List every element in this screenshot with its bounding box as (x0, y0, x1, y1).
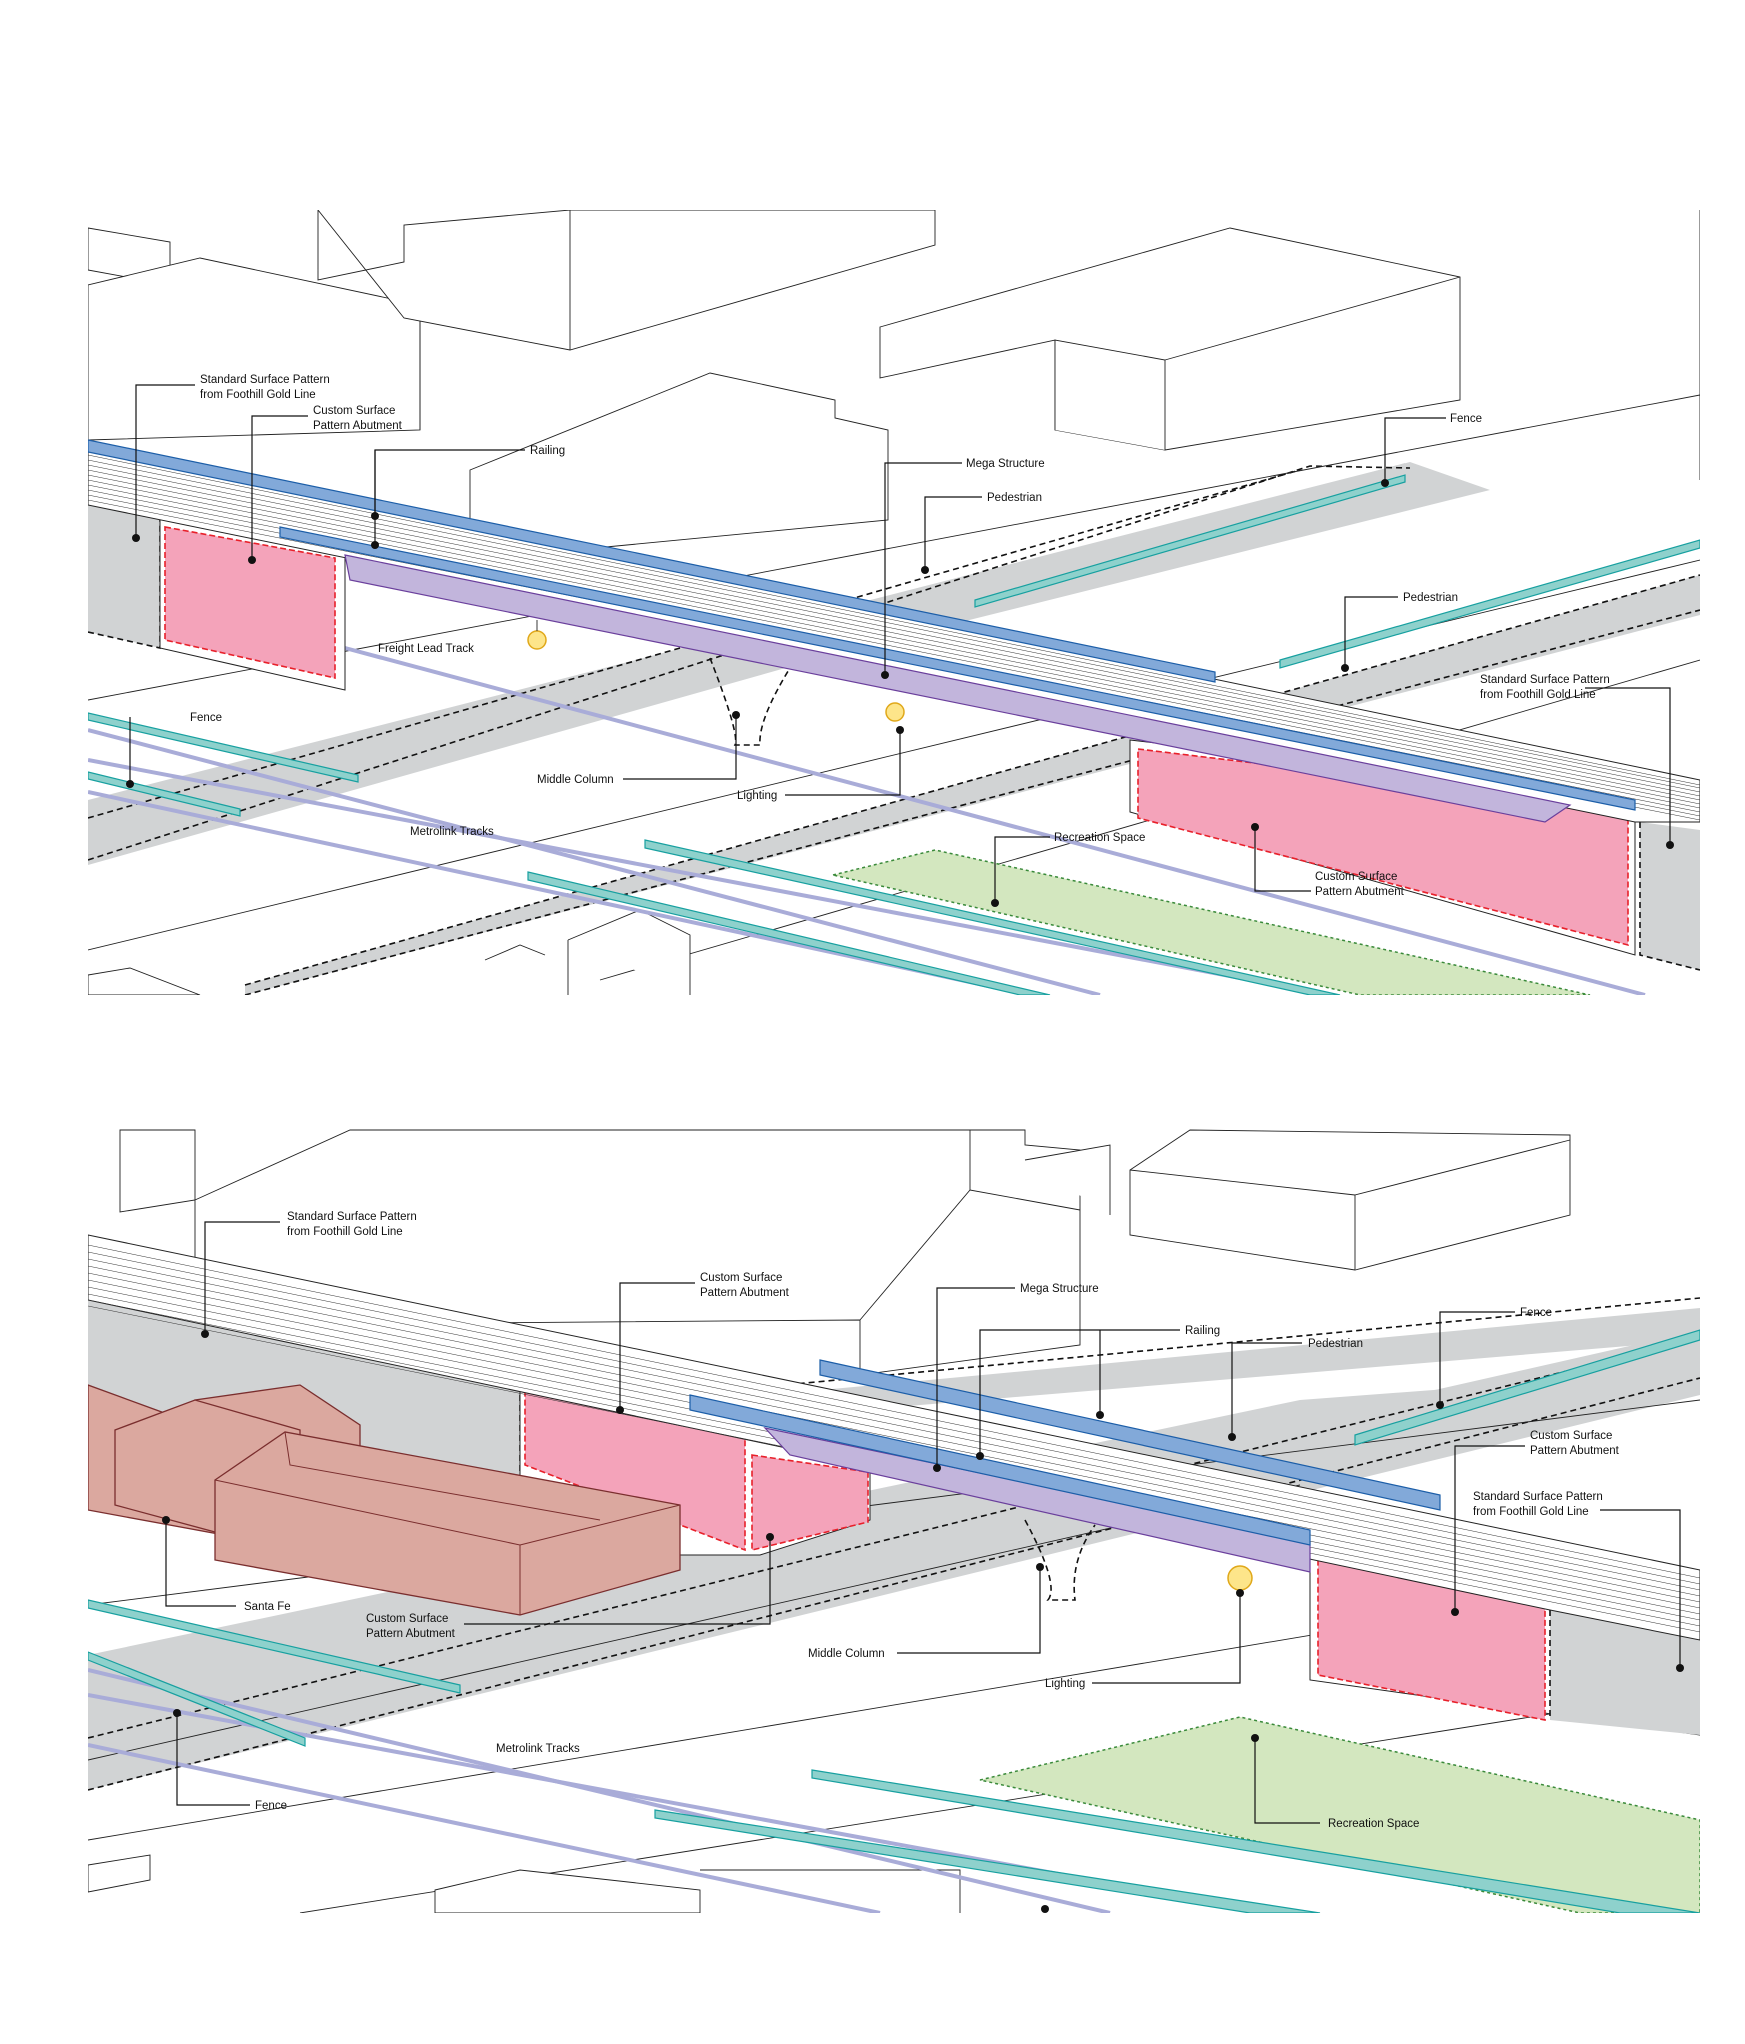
bottom-label-lighting: Lighting (1045, 1678, 1085, 1690)
top-label-middle-column: Middle Column (537, 774, 614, 786)
top-lighting-lamp-2 (885, 702, 905, 722)
top-lighting-lamp-1 (527, 630, 547, 650)
top-label-metrolink-tracks: Metrolink Tracks (410, 826, 494, 838)
svg-text:Pattern Abutment: Pattern Abutment (1530, 1445, 1620, 1457)
bottom-label-standard-surface-1b: from Foothill Gold Line (287, 1226, 403, 1238)
bottom-label-railing: Railing (1185, 1325, 1220, 1337)
bottom-railing-upper (819, 1359, 1441, 1511)
top-label-pedestrian-1: Pedestrian (987, 492, 1042, 504)
top-custom-abutment-left (164, 526, 336, 679)
bottom-label-standard-surface-2a: Standard Surface Pattern (1473, 1491, 1603, 1503)
top-middle-column (709, 657, 791, 746)
top-label-standard-surface-1a: Standard Surface Pattern (200, 374, 330, 386)
bottom-label-custom-surface-2a: Custom Surface (1530, 1430, 1612, 1442)
bottom-label-custom-surface-1a: Custom Surface (700, 1272, 782, 1284)
top-label-railing: Railing (530, 445, 565, 457)
top-label-custom-surface-1a: Custom Surface (313, 405, 395, 417)
bottom-label-custom-surface-2b: Pattern Abutment (1530, 1445, 1620, 1457)
top-foreground-buildings (88, 909, 691, 995)
svg-text:Pattern Abutment: Pattern Abutment (366, 1628, 456, 1640)
bottom-right-standard-surface (1550, 1610, 1700, 1735)
bottom-diagram: Standard Surface Pattern from Foothill G… (88, 1129, 1700, 1913)
bottom-label-standard-surface-1a: Standard Surface Pattern (287, 1211, 417, 1223)
svg-text:Pattern Abutment: Pattern Abutment (313, 420, 403, 432)
top-label-recreation-space: Recreation Space (1054, 832, 1145, 844)
top-label-standard-surface-2a: Standard Surface Pattern (1480, 674, 1610, 686)
bottom-label-mega-structure: Mega Structure (1020, 1283, 1099, 1295)
top-buildings (88, 210, 1700, 561)
bottom-label-custom-surface-3b: Pattern Abutment (366, 1628, 456, 1640)
svg-text:from Foothill Gold Line: from Foothill Gold Line (200, 389, 316, 401)
bottom-recreation-space (979, 1716, 1700, 1913)
bottom-fences (88, 1329, 1700, 1913)
svg-text:Custom Surface: Custom Surface (1530, 1430, 1612, 1442)
svg-text:Pattern Abutment: Pattern Abutment (700, 1287, 790, 1299)
top-label-standard-surface-1b: from Foothill Gold Line (200, 389, 316, 401)
bottom-santa-fe-building (88, 1384, 681, 1616)
svg-text:Custom Surface: Custom Surface (313, 405, 395, 417)
svg-text:Custom Surface: Custom Surface (366, 1613, 448, 1625)
bottom-label-santa-fe: Santa Fe (244, 1601, 291, 1613)
top-railing-upper (88, 439, 1216, 683)
top-label-pedestrian-2: Pedestrian (1403, 592, 1458, 604)
svg-text:Custom Surface: Custom Surface (700, 1272, 782, 1284)
bottom-label-fence-2: Fence (255, 1800, 287, 1812)
bottom-foreground-buildings (88, 1854, 961, 1913)
svg-text:Pattern Abutment: Pattern Abutment (1315, 886, 1405, 898)
top-label-freight-lead-track: Freight Lead Track (378, 643, 474, 655)
svg-text:Standard Surface Pattern: Standard Surface Pattern (1480, 674, 1610, 686)
top-label-standard-surface-2b: from Foothill Gold Line (1480, 689, 1596, 701)
svg-text:Custom Surface: Custom Surface (1315, 871, 1397, 883)
top-label-fence-1: Fence (1450, 413, 1482, 425)
top-label-custom-surface-2a: Custom Surface (1315, 871, 1397, 883)
bottom-leaders (162, 1221, 1684, 1913)
svg-text:from Foothill Gold Line: from Foothill Gold Line (1473, 1506, 1589, 1518)
bottom-label-standard-surface-2b: from Foothill Gold Line (1473, 1506, 1589, 1518)
top-right-standard-surface (1640, 822, 1700, 970)
bottom-label-middle-column: Middle Column (808, 1648, 885, 1660)
bottom-label-metrolink-tracks: Metrolink Tracks (496, 1743, 580, 1755)
top-label-lighting: Lighting (737, 790, 777, 802)
bottom-lighting-lamp (1227, 1565, 1253, 1591)
bottom-custom-abutment-mid (751, 1454, 869, 1552)
top-labels: Standard Surface Pattern from Foothill G… (190, 374, 1610, 898)
svg-text:Standard Surface Pattern: Standard Surface Pattern (1473, 1491, 1603, 1503)
top-railing-lower (279, 526, 1636, 811)
svg-text:Standard Surface Pattern: Standard Surface Pattern (200, 374, 330, 386)
svg-text:Standard Surface Pattern: Standard Surface Pattern (287, 1211, 417, 1223)
bottom-railing-lower (689, 1394, 1311, 1546)
bottom-label-recreation-space: Recreation Space (1328, 1818, 1419, 1830)
bottom-label-custom-surface-1b: Pattern Abutment (700, 1287, 790, 1299)
top-label-custom-surface-1b: Pattern Abutment (313, 420, 403, 432)
bottom-label-custom-surface-3a: Custom Surface (366, 1613, 448, 1625)
top-fences (88, 474, 1700, 995)
top-diagram: Standard Surface Pattern from Foothill G… (88, 210, 1700, 995)
bottom-labels: Standard Surface Pattern from Foothill G… (244, 1211, 1620, 1830)
top-leaders (126, 384, 1674, 907)
top-left-standard-surface (88, 505, 160, 648)
top-label-custom-surface-2b: Pattern Abutment (1315, 886, 1405, 898)
top-label-fence-2: Fence (190, 712, 222, 724)
top-recreation-space (832, 849, 1591, 995)
top-label-mega-structure: Mega Structure (966, 458, 1045, 470)
top-mega-structure (344, 554, 1572, 823)
bottom-label-pedestrian: Pedestrian (1308, 1338, 1363, 1350)
bottom-label-fence-1: Fence (1520, 1307, 1552, 1319)
svg-text:from Foothill Gold Line: from Foothill Gold Line (1480, 689, 1596, 701)
svg-text:from Foothill Gold Line: from Foothill Gold Line (287, 1226, 403, 1238)
